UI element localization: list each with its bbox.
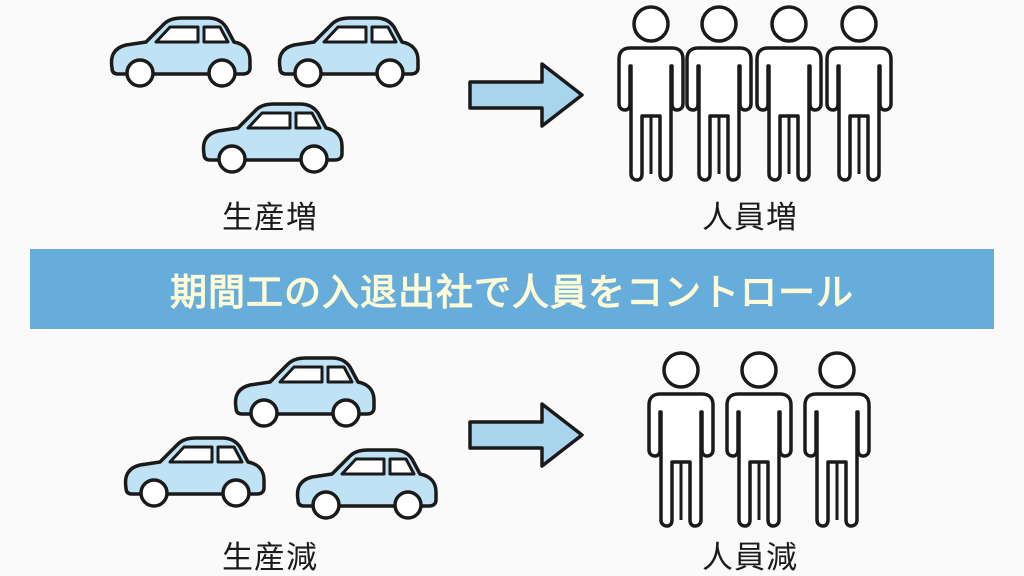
- car-icon: [228, 352, 378, 432]
- top-people: [610, 4, 910, 184]
- staff-increase-label: 人員増: [702, 200, 798, 236]
- car-icon: [196, 98, 346, 178]
- arrow-right-icon: [466, 400, 586, 470]
- top-cars: [0, 0, 400, 190]
- car-icon: [118, 432, 268, 512]
- production-increase-label: 生産増: [222, 200, 318, 236]
- production-decrease-label: 生産減: [222, 540, 318, 576]
- arrow-right-icon: [466, 60, 586, 130]
- person-icon: [824, 4, 894, 184]
- person-icon: [724, 350, 794, 530]
- person-icon: [802, 350, 872, 530]
- banner-text: 期間工の入退出社で人員をコントロール: [170, 271, 854, 314]
- bottom-cars: [0, 340, 440, 520]
- person-icon: [684, 4, 754, 184]
- person-icon: [754, 4, 824, 184]
- car-icon: [290, 444, 440, 524]
- person-icon: [616, 4, 686, 184]
- staff-decrease-label: 人員減: [702, 540, 798, 576]
- bottom-people: [640, 350, 880, 530]
- car-icon: [272, 12, 422, 92]
- person-icon: [646, 350, 716, 530]
- title-banner: 期間工の入退出社で人員をコントロール: [30, 249, 994, 329]
- car-icon: [104, 12, 254, 92]
